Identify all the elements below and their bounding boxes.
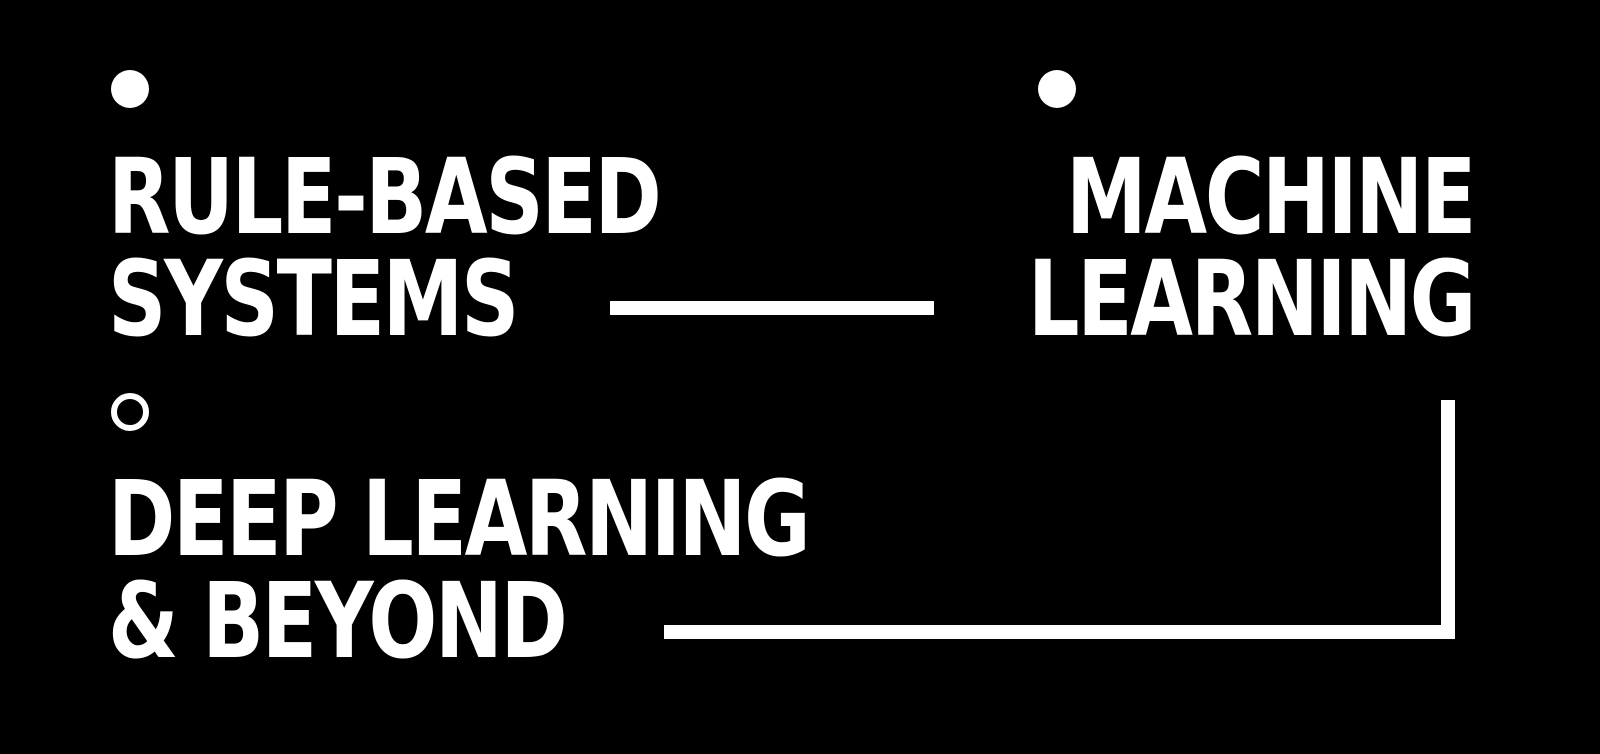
stage-3-line-2: & BEYOND <box>108 560 568 682</box>
stage-1-line-2: SYSTEMS <box>108 238 519 360</box>
stage-2-line-1: MACHINE <box>1065 136 1476 258</box>
connector-elbow-horizontal-line <box>664 625 1455 639</box>
stage-1-marker-filled-dot <box>111 70 149 108</box>
stage-1-line-1: RULE-BASED <box>108 136 662 258</box>
stage-2-marker-filled-dot <box>1038 70 1076 108</box>
stage-3-label: DEEP LEARNING & BEYOND <box>108 458 1006 682</box>
connector-elbow-vertical-line <box>1441 400 1455 639</box>
stage-2-label: MACHINE LEARNING <box>902 136 1477 360</box>
stage-1-label: RULE-BASED SYSTEMS <box>108 136 815 360</box>
stage-2-line-2: LEARNING <box>1027 238 1477 360</box>
connector-horizontal-line <box>610 301 934 315</box>
stage-3-line-1: DEEP LEARNING <box>108 458 811 580</box>
stage-3-marker-hollow-dot <box>111 393 149 431</box>
